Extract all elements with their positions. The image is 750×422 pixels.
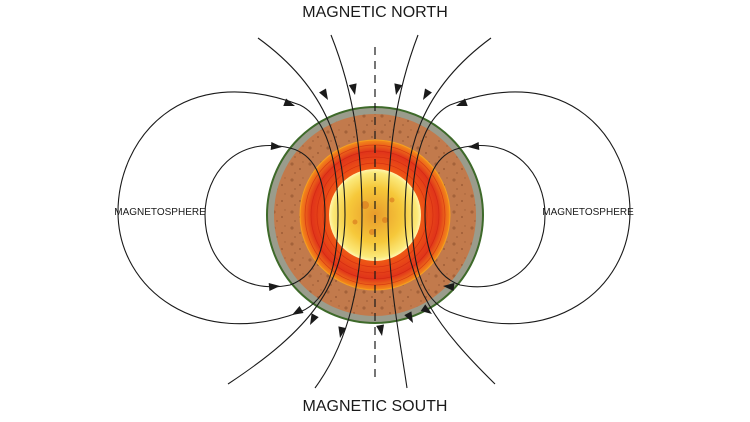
arrow-icon xyxy=(338,326,347,338)
arrow-icon xyxy=(423,88,432,100)
arrow-icon xyxy=(319,88,328,100)
arrow-icon xyxy=(268,282,280,291)
magnetosphere-left-label: MAGNETOSPHERE xyxy=(114,207,206,218)
magnetic-south-label: MAGNETIC SOUTH xyxy=(302,398,448,415)
magnetosphere-right-label: MAGNETOSPHERE xyxy=(542,207,634,218)
arrow-icon xyxy=(292,306,304,315)
arrow-icon xyxy=(376,324,385,336)
arrow-icon xyxy=(310,313,319,325)
arrow-icon xyxy=(420,304,432,314)
magnetic-north-label: MAGNETIC NORTH xyxy=(302,4,448,21)
field-arrows xyxy=(268,83,480,338)
arrow-icon xyxy=(456,98,468,106)
arrow-icon xyxy=(394,83,403,95)
field-lines xyxy=(117,34,631,389)
arrow-icon xyxy=(348,83,357,95)
arrow-icon xyxy=(270,142,282,151)
arrow-icon xyxy=(443,282,455,291)
arrow-icon xyxy=(404,311,413,323)
arrow-icon xyxy=(283,98,295,106)
arrow-icon xyxy=(468,142,480,151)
